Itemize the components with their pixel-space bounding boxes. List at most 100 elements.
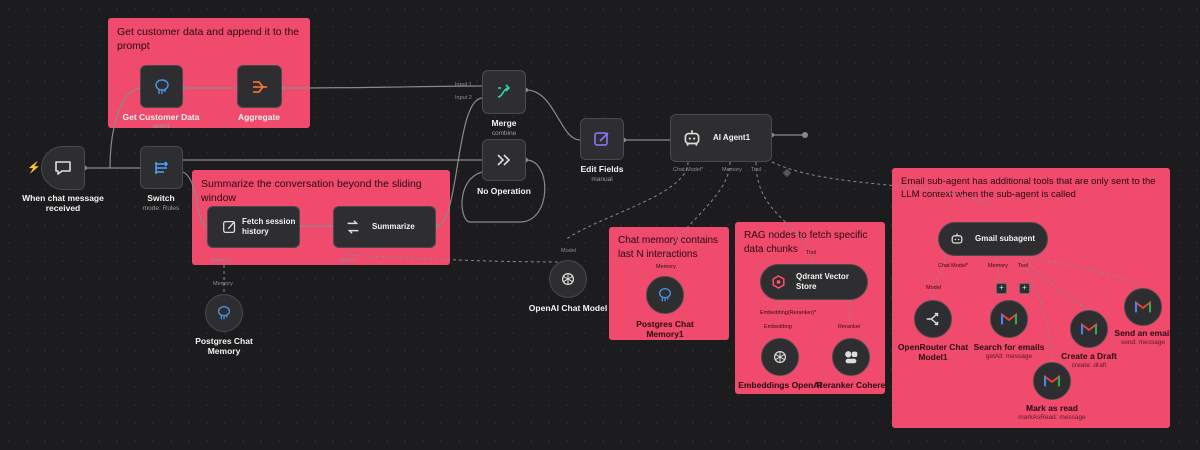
node-qdrant-vector-store[interactable]: Qdrant Vector Store [760,264,868,300]
postgres-icon [658,288,672,302]
node-label: Embeddings OpenAI [738,380,822,390]
node-subtitle: markAsRead: message [1018,414,1086,421]
node-get-customer-data[interactable] [140,65,183,108]
node-label: Reranker Cohere [816,380,886,390]
no-operation-icon [497,154,511,166]
node-ai-agent[interactable]: AI Agent1 [670,114,772,162]
node-label: Search for emails [973,342,1045,352]
add-memory-button[interactable]: + [996,283,1007,294]
openrouter-icon [926,312,939,326]
gmail-icon [1000,312,1018,325]
node-label: Gmail subagent [975,234,1036,243]
node-subtitle: create: draft [1071,362,1107,369]
port-label: Embedding(Reranker)* [760,310,817,316]
postgres-icon [154,78,169,94]
node-reranker-cohere[interactable] [832,338,870,376]
port-label: Memory [213,281,233,287]
node-switch[interactable] [140,146,183,189]
node-subtitle: mode: Rules [142,205,180,212]
node-send-an-email[interactable] [1124,288,1162,326]
gmail-icon [1080,322,1098,335]
node-label: Qdrant Vector Store [796,272,849,291]
node-openai-chat-model[interactable] [549,260,587,298]
robot-icon [951,233,963,244]
node-label: No Operation [477,186,531,196]
node-label: OpenRouter Chat Model1 [897,342,969,362]
node-subtitle: select [152,123,170,130]
sticky-note-text: Email sub-agent has additional tools tha… [901,176,1156,200]
node-label: Create a Draft [1061,351,1117,361]
robot-icon [684,130,700,146]
node-mark-as-read[interactable] [1033,362,1071,400]
trigger-bolt-icon: ⚡ [27,162,41,174]
openai-icon [773,350,787,364]
postgres-icon [217,306,231,320]
add-tool-button[interactable]: + [1019,283,1030,294]
node-no-operation[interactable] [482,139,526,181]
gmail-icon [1134,300,1152,313]
port-label: Input 2 [455,95,472,101]
node-embeddings-openai[interactable] [761,338,799,376]
aggregate-icon [252,80,267,93]
qdrant-icon [772,275,785,289]
node-edit-fields[interactable] [580,118,624,160]
node-label: Send an email [1114,328,1172,338]
merge-icon [497,84,511,98]
node-aggregate[interactable] [237,65,282,108]
port-label: Tool [751,167,762,173]
port-label: Embedding [764,324,792,330]
switch-icon [154,160,168,174]
sticky-note-text: Get customer data and append it to the p… [117,26,300,52]
sticky-note-email[interactable]: Email sub-agent has additional tools tha… [892,168,1170,428]
summarize-icon [347,220,359,234]
node-openrouter-chat-model[interactable] [914,300,952,338]
node-subtitle: getAll: message [985,353,1033,360]
node-label: Fetch session history [242,217,296,236]
node-label: Merge [491,118,517,128]
openai-icon [561,272,575,286]
port-label: Model [926,285,941,291]
node-label: Edit Fields [580,164,624,174]
node-label: Aggregate [237,112,281,122]
node-fetch-session-history-body[interactable]: Fetch session history [236,206,300,248]
node-chat-trigger[interactable] [41,146,85,190]
node-label: Get Customer Data [122,112,200,122]
edit-icon [594,132,609,146]
port-label: Tool [806,250,817,256]
node-subtitle: send: message [1120,339,1166,346]
port-label: Memory [988,263,1008,269]
node-create-a-draft[interactable] [1070,310,1108,348]
sticky-note-text: Chat memory contains last N interactions [618,235,719,260]
node-label: Switch [147,193,175,203]
node-search-for-emails[interactable] [990,300,1028,338]
node-postgres-chat-memory[interactable] [205,294,243,332]
sticky-note-text: RAG nodes to fetch specific data chunks [744,230,868,255]
node-label: Summarize [372,222,415,231]
node-summarize[interactable]: Summarize [333,206,436,248]
port-label: Memory [211,258,231,264]
node-label: OpenAI Chat Model [528,303,608,313]
chat-icon [55,161,71,175]
node-postgres-chat-memory1[interactable] [646,276,684,314]
cohere-icon [845,351,858,364]
port-label: Model [561,248,576,254]
port-label: Model [340,258,355,264]
port-label: Tool [1018,263,1029,269]
node-label: AI Agent1 [713,133,751,142]
node-label: Mark as read [1026,403,1078,413]
node-subtitle: manual [591,176,613,183]
port-label: Memory [656,264,676,270]
port-label: Reranker [838,324,861,330]
port-label: Chat Model* [938,263,969,269]
edit-icon [222,220,235,234]
port-label: Chat Model* [673,167,704,173]
node-label: Postgres Chat Memory [195,336,253,356]
node-gmail-subagent[interactable]: Gmail subagent [938,222,1048,256]
port-label: Memory [722,167,742,173]
sticky-note-text: Summarize the conversation beyond the sl… [201,178,422,204]
node-label: When chat message received [22,193,104,213]
gmail-icon [1043,374,1061,387]
port-label: Input 1 [455,82,472,88]
node-merge[interactable] [482,70,526,114]
node-label: Postgres Chat Memory1 [636,319,694,339]
